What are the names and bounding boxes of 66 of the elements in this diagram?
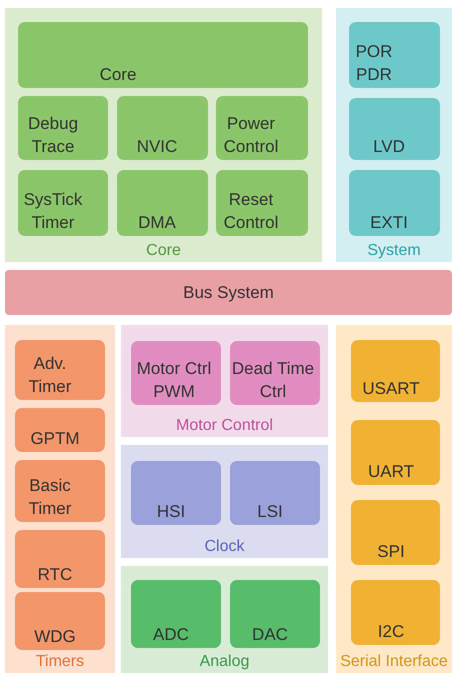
module-label: SPI <box>376 541 406 563</box>
group-panel <box>5 8 322 262</box>
module-block <box>18 170 108 236</box>
module-block <box>15 340 105 400</box>
module-label: DMA <box>137 212 177 234</box>
module-block <box>216 96 308 160</box>
module-block <box>230 461 320 525</box>
group-panel <box>121 445 328 558</box>
module-label: Dead Time Ctrl <box>230 358 316 403</box>
module-label: GPTM <box>29 428 81 450</box>
module-label: Power Control <box>222 113 280 158</box>
group-label: Analog <box>198 653 250 671</box>
module-label: Debug Trace <box>26 113 80 158</box>
group-panel <box>336 325 452 673</box>
group-label: Motor Control <box>175 417 274 435</box>
module-block <box>131 341 221 405</box>
module-block <box>15 460 105 522</box>
group-panel <box>121 566 328 673</box>
group-label: Serial Interface <box>339 653 449 671</box>
module-label: USART <box>361 378 421 400</box>
group-panel <box>336 8 452 262</box>
module-block <box>18 96 108 160</box>
module-block <box>18 22 308 88</box>
module-block <box>117 170 208 236</box>
module-block <box>351 500 440 565</box>
group-label: System <box>366 242 422 260</box>
module-block <box>117 96 208 160</box>
module-label: Motor Ctrl PWM <box>136 358 212 403</box>
module-label: Adv. Timer <box>28 353 72 398</box>
module-block <box>131 580 221 648</box>
module-label: EXTI <box>369 212 409 234</box>
module-block <box>351 340 440 402</box>
group-panel <box>5 325 115 673</box>
module-block <box>131 461 221 525</box>
module-block <box>351 580 440 645</box>
module-label: HSI <box>156 501 186 523</box>
module-block <box>216 170 308 236</box>
bus-bar <box>5 270 452 315</box>
module-block <box>351 420 440 485</box>
module-label: Core <box>98 64 138 86</box>
module-block <box>349 98 440 160</box>
module-block <box>349 22 440 88</box>
module-label: ADC <box>152 624 190 646</box>
module-block <box>15 530 105 588</box>
module-block <box>230 580 320 648</box>
module-label: I2C <box>376 621 406 643</box>
module-block <box>15 592 105 650</box>
module-label: LSI <box>256 501 284 523</box>
module-label: UART <box>367 461 415 483</box>
module-block <box>230 341 320 405</box>
module-label: NVIC <box>136 136 178 158</box>
module-label: RTC <box>36 564 74 586</box>
group-panel <box>121 325 328 437</box>
module-label: Reset Control <box>222 189 280 234</box>
module-label: WDG <box>33 626 77 648</box>
bus-label: Bus System <box>183 282 274 302</box>
module-label: SysTick Timer <box>22 189 84 234</box>
module-label: POR PDR <box>354 41 394 86</box>
module-block <box>15 408 105 452</box>
module-label: LVD <box>372 136 406 158</box>
group-label: Core <box>145 242 182 260</box>
module-label: Basic Timer <box>28 475 72 520</box>
group-label: Clock <box>203 538 246 556</box>
group-label: Timers <box>34 653 86 671</box>
module-label: DAC <box>251 624 289 646</box>
module-block <box>349 170 440 236</box>
